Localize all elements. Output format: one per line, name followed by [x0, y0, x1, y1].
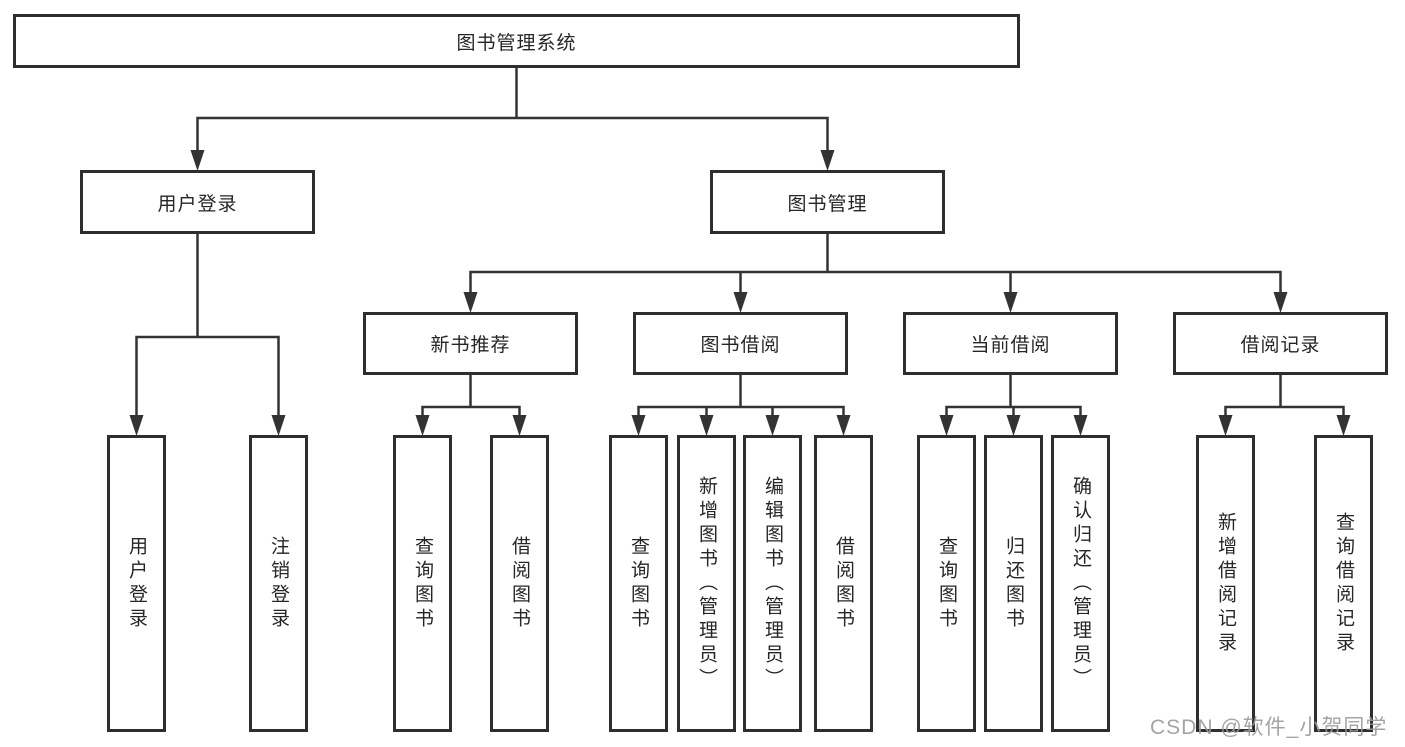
leaf-query-books-current: 查询图书	[917, 435, 976, 732]
node-new-book-recommendation: 新书推荐	[363, 312, 578, 375]
leaf-return-books: 归还图书	[984, 435, 1043, 732]
leaf-logout: 注销登录	[249, 435, 308, 732]
leaf-add-borrow-record: 新增借阅记录	[1196, 435, 1255, 732]
node-label: 借阅图书	[509, 535, 530, 632]
node-label: 注销登录	[268, 535, 289, 632]
node-current-borrowing: 当前借阅	[903, 312, 1118, 375]
node-label: 新书推荐	[430, 335, 511, 356]
node-book-borrowing: 图书借阅	[633, 312, 848, 375]
node-book-management: 图书管理	[710, 170, 945, 234]
node-library-management-system: 图书管理系统	[13, 14, 1020, 68]
node-label: 新增图书（管理员）	[696, 475, 717, 692]
node-label: 当前借阅	[970, 335, 1051, 356]
node-label: 图书借阅	[700, 335, 781, 356]
leaf-borrow-books-recommend: 借阅图书	[490, 435, 549, 732]
node-label: 查询图书	[936, 535, 957, 632]
node-label: 归还图书	[1003, 535, 1024, 632]
node-user-login: 用户登录	[80, 170, 315, 234]
node-label: 编辑图书（管理员）	[762, 475, 783, 692]
node-label: 借阅图书	[833, 535, 854, 632]
node-label: 用户登录	[157, 193, 238, 215]
watermark: CSDN @软件_小贺同学	[1150, 716, 1388, 739]
node-label: 用户登录	[126, 535, 147, 632]
node-label: 借阅记录	[1240, 335, 1321, 356]
node-label: 图书管理系统	[456, 32, 577, 54]
node-label: 图书管理	[787, 193, 868, 215]
leaf-query-borrow-record: 查询借阅记录	[1314, 435, 1373, 732]
leaf-query-books-recommend: 查询图书	[393, 435, 452, 732]
leaf-query-books-borrowing: 查询图书	[609, 435, 668, 732]
leaf-user-login: 用户登录	[107, 435, 166, 732]
arrowhead-icons	[129, 150, 1351, 436]
node-label: 查询图书	[412, 535, 433, 632]
leaf-borrow-books-borrowing: 借阅图书	[814, 435, 873, 732]
node-label: 新增借阅记录	[1215, 511, 1236, 656]
leaf-edit-books-admin: 编辑图书（管理员）	[743, 435, 802, 732]
node-label: 确认归还（管理员）	[1070, 475, 1091, 692]
leaf-confirm-return-admin: 确认归还（管理员）	[1051, 435, 1110, 732]
node-label: 查询借阅记录	[1333, 511, 1354, 656]
leaf-add-books-admin: 新增图书（管理员）	[677, 435, 736, 732]
node-label: 查询图书	[628, 535, 649, 632]
node-borrowing-records: 借阅记录	[1173, 312, 1388, 375]
